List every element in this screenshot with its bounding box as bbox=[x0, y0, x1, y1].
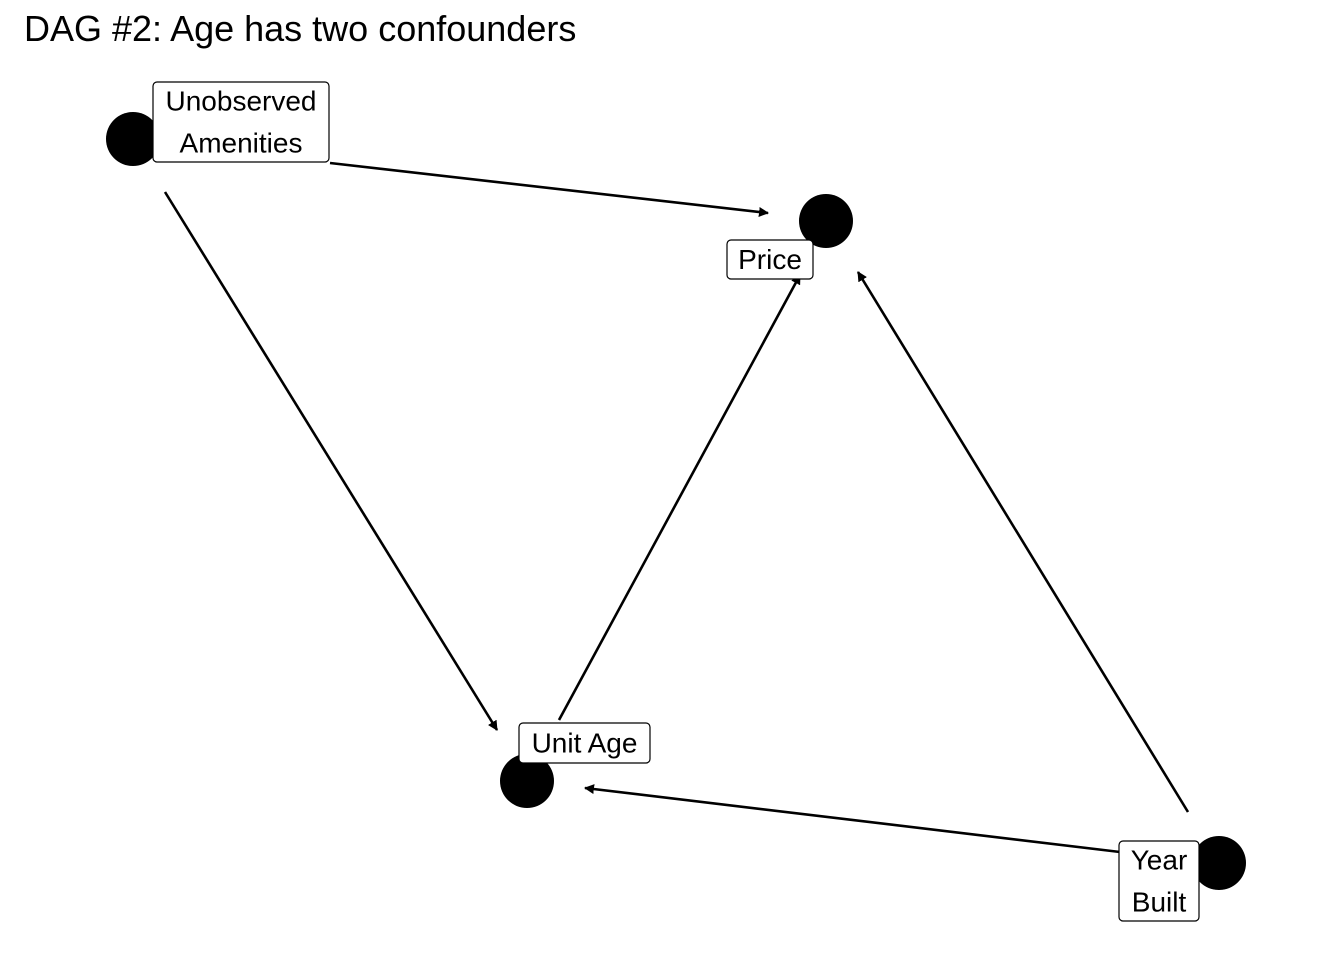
diagram-title: DAG #2: Age has two confounders bbox=[24, 8, 577, 49]
label-unit-age: Unit Age bbox=[518, 722, 651, 764]
label-text-year-built-line-2: Built bbox=[1132, 887, 1187, 918]
node-price bbox=[799, 194, 853, 248]
label-box-year-built bbox=[1118, 840, 1200, 922]
node-year-built bbox=[1192, 836, 1246, 890]
label-text-unit-age-line-1: Unit Age bbox=[532, 728, 638, 759]
label-box-amenities bbox=[152, 81, 330, 163]
label-text-amenities-line-2: Amenities bbox=[180, 128, 303, 159]
label-price: Price bbox=[726, 239, 814, 280]
label-box-unit-age bbox=[518, 722, 651, 764]
edge-year-built-to-price bbox=[856, 271, 1190, 813]
edges-layer bbox=[163, 161, 1190, 854]
label-text-year-built-line-1: Year bbox=[1131, 845, 1188, 876]
label-text-amenities-line-1: Unobserved bbox=[166, 86, 317, 117]
label-text-price-line-1: Price bbox=[738, 244, 802, 275]
label-box-price bbox=[726, 239, 814, 280]
edge-amenities-to-unit-age bbox=[163, 191, 499, 731]
node-unit-age bbox=[500, 754, 554, 808]
edge-unit-age-to-price bbox=[557, 274, 802, 721]
edge-amenities-to-price bbox=[329, 161, 769, 217]
edge-year-built-to-unit-age bbox=[584, 784, 1121, 854]
nodes-layer bbox=[106, 112, 1246, 890]
node-amenities bbox=[106, 112, 160, 166]
